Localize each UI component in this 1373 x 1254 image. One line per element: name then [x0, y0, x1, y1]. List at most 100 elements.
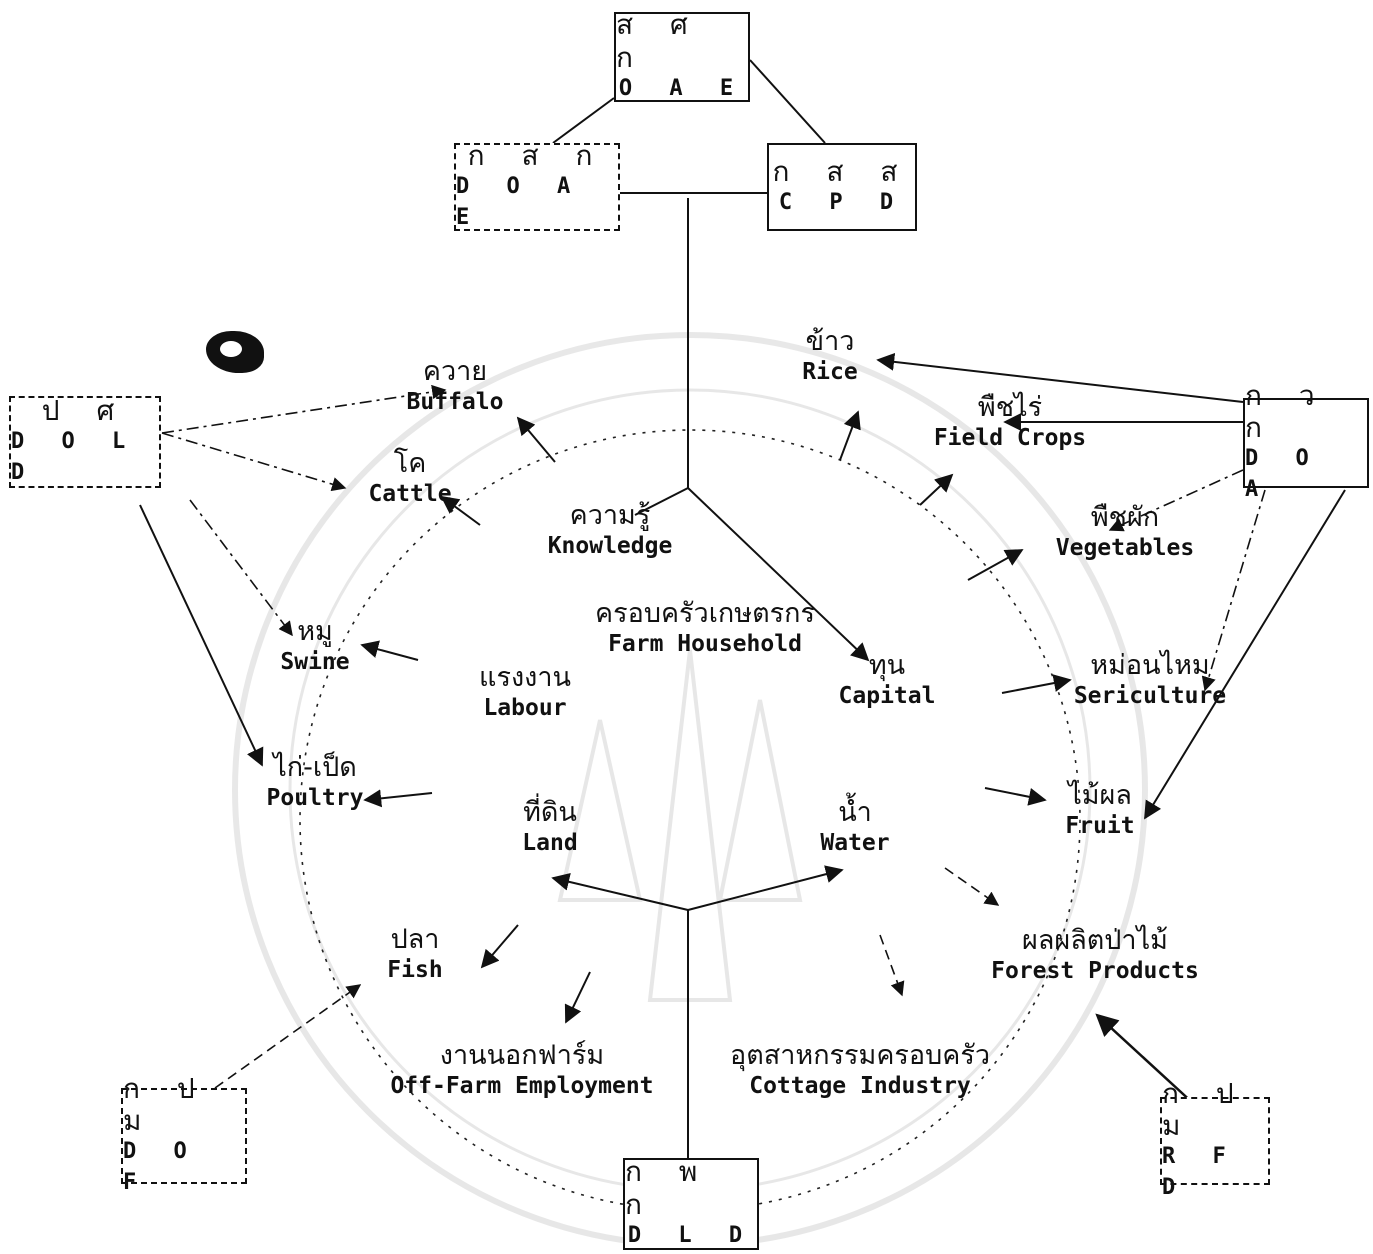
ink-blot	[206, 331, 264, 373]
activity-fish: ปลา Fish	[360, 924, 470, 985]
box-doae-th: ก ส ก	[467, 139, 607, 173]
arrow-dold-cattle	[161, 432, 347, 492]
cattle-en: Cattle	[368, 481, 452, 508]
off-farm-th: งานนอกฟาร์ม	[439, 1040, 605, 1071]
box-dof-en: D O F	[123, 1139, 199, 1196]
activity-forest-products: ผลผลิตป่าไม้ Forest Products	[955, 925, 1235, 986]
center-th: ครอบครัวเกษตรกร	[595, 598, 815, 629]
center-en: Farm Household	[608, 631, 802, 658]
sericulture-en: Sericulture	[1073, 683, 1227, 710]
arrow-hub-land	[551, 872, 689, 911]
arrow-doa-fruit	[1144, 489, 1346, 820]
swine-th: หมู	[297, 616, 333, 647]
box-oae-en: O A E	[618, 75, 746, 101]
box-doae-en: D O A E	[456, 174, 583, 231]
box-oae-th: ส ศ ก	[616, 8, 702, 74]
poultry-en: Poultry	[266, 785, 364, 812]
arrow-ring-buffalo	[516, 416, 556, 463]
cottage-th: อุตสาหกรรมครอบครัว	[730, 1040, 990, 1071]
rice-en: Rice	[802, 359, 858, 386]
buffalo-th: ควาย	[422, 356, 488, 387]
labour-en: Labour	[483, 695, 567, 722]
box-doa-th: ก ว ก	[1245, 379, 1329, 445]
land-th: ที่ดิน	[523, 797, 577, 828]
center-farm-household: ครอบครัวเกษตรกร Farm Household	[560, 598, 850, 659]
arrow-rfd-forest	[1095, 1013, 1196, 1106]
resource-labour: แรงงาน Labour	[455, 662, 595, 723]
box-rfd-en: R F D	[1162, 1144, 1238, 1201]
capital-en: Capital	[838, 683, 936, 710]
resource-land: ที่ดิน Land	[490, 797, 610, 858]
fruit-th: ไม้ผล	[1068, 780, 1132, 811]
land-en: Land	[522, 830, 578, 857]
box-cpd: ก ส ส C P D	[767, 143, 917, 231]
box-dold-en: D O L D	[11, 429, 138, 486]
box-cpd-th: ก ส ส	[772, 154, 912, 188]
box-rfd: ก ป ม R F D	[1160, 1077, 1270, 1200]
box-dold: ป ศ D O L D	[9, 394, 161, 488]
knowledge-th: ความรู้	[569, 500, 651, 531]
box-doa: ก ว ก D O A	[1243, 379, 1369, 502]
arrow-to-capital	[687, 487, 870, 662]
box-dold-th: ป ศ	[41, 394, 129, 428]
arrow-dof-fish	[214, 984, 362, 1089]
off-farm-en: Off-Farm Employment	[390, 1073, 654, 1100]
box-dld-th: ก พ ก	[625, 1155, 712, 1221]
activity-swine: หมู Swine	[255, 616, 375, 677]
sericulture-th: หม่อนไหม	[1090, 650, 1210, 681]
arrow-ring-forest	[944, 867, 1000, 906]
activity-poultry: ไก่-เป็ด Poultry	[240, 752, 390, 813]
swine-en: Swine	[280, 649, 350, 676]
box-oae: ส ศ ก O A E	[614, 8, 750, 102]
water-en: Water	[820, 830, 890, 857]
link-knowledge-left	[634, 487, 689, 516]
box-doae: ก ส ก D O A E	[454, 139, 620, 231]
activity-sericulture: หม่อนไหม Sericulture	[1045, 650, 1255, 711]
arrow-doa-rice	[876, 352, 1244, 403]
link-oae-cpd	[749, 59, 826, 144]
arrow-ring-rice	[839, 410, 861, 461]
arrow-dold-buffalo	[161, 384, 447, 434]
arrow-doa-sericulture	[1201, 489, 1266, 692]
resource-knowledge: ความรู้ Knowledge	[520, 500, 700, 561]
activity-rice: ข้าว Rice	[775, 326, 885, 387]
link-oae-doae	[552, 97, 615, 144]
activity-fruit: ไม้ผล Fruit	[1040, 780, 1160, 841]
labour-th: แรงงาน	[479, 662, 571, 693]
forest-en: Forest Products	[991, 958, 1199, 985]
arrow-ring-fruit	[984, 787, 1047, 806]
knowledge-en: Knowledge	[547, 533, 673, 560]
box-dof: ก ป ม D O F	[121, 1072, 247, 1195]
fish-en: Fish	[387, 957, 443, 984]
activity-cottage-industry: อุตสาหกรรมครอบครัว Cottage Industry	[710, 1040, 1010, 1101]
rice-th: ข้าว	[805, 326, 855, 357]
activity-field-crops: พืชไร่ Field Crops	[900, 392, 1120, 453]
arrow-ring-poultry	[363, 789, 433, 808]
forest-th: ผลผลิตป่าไม้	[1022, 925, 1168, 956]
poultry-th: ไก่-เป็ด	[273, 752, 357, 783]
activity-vegetables: พืชผัก Vegetables	[1025, 502, 1225, 563]
fruit-en: Fruit	[1065, 813, 1135, 840]
resource-capital: ทุน Capital	[812, 650, 962, 711]
arrow-ring-fish	[480, 924, 519, 969]
arrow-ring-offfarm	[564, 971, 591, 1024]
arrow-ring-fieldcrops	[919, 473, 954, 506]
box-dld-en: D L D	[627, 1222, 755, 1248]
box-dof-th: ก ป ม	[123, 1072, 209, 1138]
buffalo-en: Buffalo	[406, 389, 504, 416]
cottage-en: Cottage Industry	[749, 1073, 971, 1100]
arrow-ring-swine	[360, 640, 419, 661]
activity-cattle: โค Cattle	[345, 448, 475, 509]
field-crops-en: Field Crops	[933, 425, 1087, 452]
box-doa-en: D O A	[1245, 446, 1321, 503]
vegetables-th: พืชผัก	[1090, 502, 1160, 533]
field-crops-th: พืชไร่	[977, 392, 1043, 423]
arrow-dold-poultry	[139, 504, 264, 767]
arrow-hub-water	[687, 865, 844, 911]
box-rfd-th: ก ป ม	[1162, 1077, 1248, 1143]
water-th: น้ำ	[838, 797, 872, 828]
cattle-th: โค	[393, 448, 427, 479]
capital-th: ทุน	[868, 650, 906, 681]
activity-buffalo: ควาย Buffalo	[385, 356, 525, 417]
